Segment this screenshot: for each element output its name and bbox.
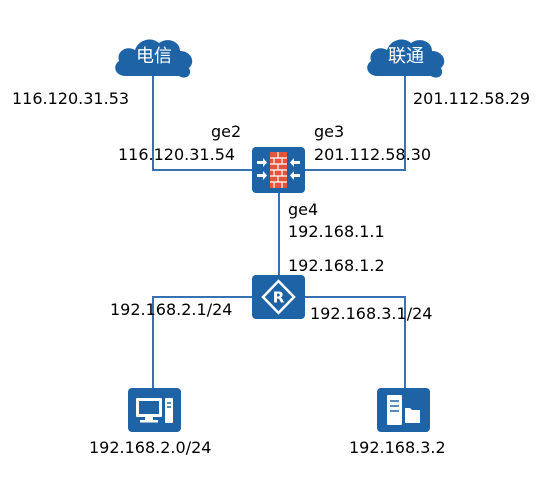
link-router-pc (152, 296, 252, 390)
router-icon: R (252, 275, 305, 319)
pc-network-ip: 192.168.2.0/24 (89, 438, 212, 457)
unicom-cloud-icon (367, 39, 445, 78)
ge4-interface-name: ge4 (288, 200, 319, 219)
svg-text:R: R (273, 289, 285, 307)
router-right-ip: 192.168.3.1/24 (310, 304, 433, 323)
ge3-interface-ip: 201.112.58.30 (314, 145, 432, 164)
ge2-interface-ip: 116.120.31.54 (118, 145, 236, 164)
firewall-icon (252, 147, 305, 193)
router-left-ip: 192.168.2.1/24 (110, 300, 233, 319)
server-ip: 192.168.3.2 (349, 438, 446, 457)
telecom-label: 电信 (136, 46, 172, 67)
link-router-server (305, 296, 406, 390)
ge3-interface-name: ge3 (314, 122, 345, 141)
router-uplink-ip: 192.168.1.2 (288, 256, 385, 275)
link-telecom-firewall (152, 70, 252, 171)
telecom-cloud-icon (115, 39, 193, 78)
telecom-ip: 116.120.31.53 (12, 89, 130, 108)
ge4-interface-ip: 192.168.1.1 (288, 222, 385, 241)
server-icon (377, 388, 430, 432)
unicom-label: 联通 (388, 46, 424, 67)
ge2-interface-name: ge2 (211, 122, 242, 141)
link-unicom-firewall (304, 70, 406, 171)
unicom-ip: 201.112.58.29 (413, 89, 531, 108)
pc-icon (128, 388, 181, 432)
